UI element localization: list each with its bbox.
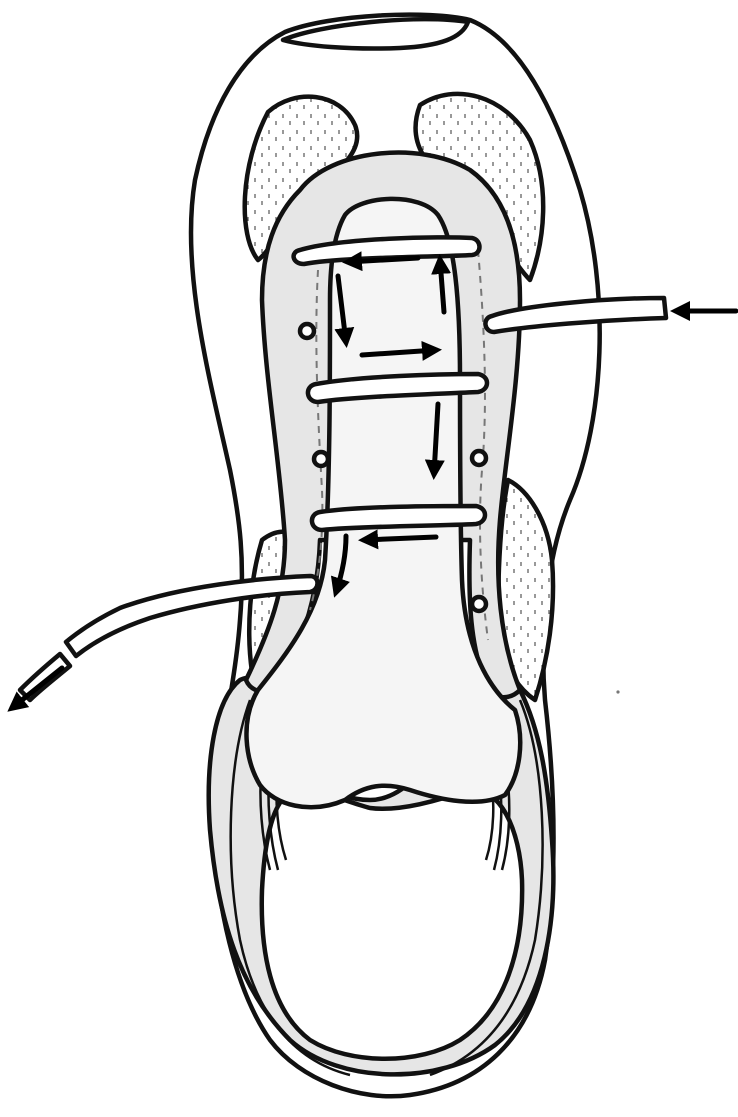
heel-opening (262, 790, 522, 1059)
speck (616, 690, 619, 693)
lace-rung-bottom (312, 506, 485, 530)
eyelet-left-2 (314, 452, 328, 466)
eyelet-left-1 (300, 324, 314, 338)
eyelet-right-2 (472, 597, 486, 611)
eyelet-right-1 (472, 451, 486, 465)
flow-arrow-bottom-left (364, 537, 436, 540)
